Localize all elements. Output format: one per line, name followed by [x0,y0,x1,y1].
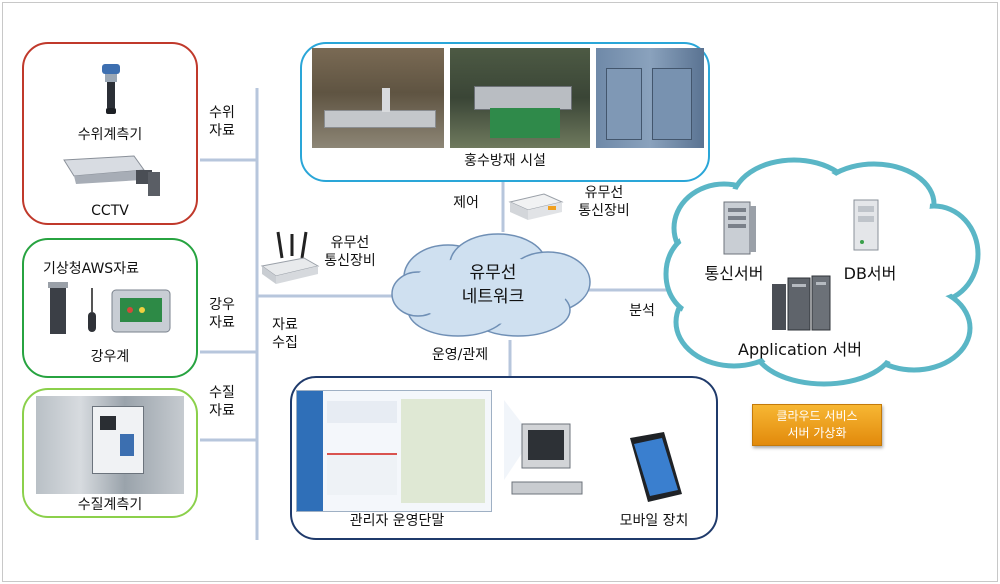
top-comm-label-1: 유무선 [584,185,624,201]
badge-line-2: 서버 가상화 [787,426,847,440]
operation-label: 운영/관제 [431,347,489,363]
water-level-gauge-label: 수위계측기 [77,127,143,143]
wireless-router-icon [260,231,320,284]
top-comm-label-2: 통신장비 [578,203,630,219]
water-quality-label: 수질계측기 [77,497,143,513]
comm-server-label: 통신서버 [704,264,764,283]
facility-photo-2 [450,48,590,148]
db-server-icon [853,199,879,251]
collect-data-label-1: 자료 [272,317,298,333]
db-server-label: DB서버 [843,264,897,283]
quality-data-label-2: 자료 [209,403,235,419]
admin-terminal-label: 관리자 운영단말 [349,513,445,529]
desktop-computer-icon [504,400,583,495]
control-label: 제어 [453,195,479,211]
aws-title-label: 기상청AWS자료 [43,261,139,277]
water-level-data-label-2: 자료 [209,123,235,139]
water-level-sensor-icon [102,64,120,114]
quality-data-label-1: 수질 [209,385,235,401]
rain-data-label-2: 자료 [209,315,235,331]
collect-data-label-2: 수집 [272,335,298,351]
cctv-camera-icon [63,155,160,196]
left-comm-label-1: 유무선 [330,235,370,251]
rain-gauge-label: 강우계 [90,349,130,365]
comm-server-icon [723,201,756,255]
facility-label: 홍수방재 시설 [464,153,546,169]
application-server-icon [772,275,831,331]
network-label-1: 유무선 [469,263,517,283]
network-label-2: 네트워크 [461,287,525,307]
facility-photo-1 [312,48,444,148]
water-quality-photo [36,396,184,494]
comm-device-icon [508,193,564,220]
rain-data-label-1: 강우 [209,297,235,313]
water-level-data-label-1: 수위 [209,105,235,121]
left-comm-label-2: 통신장비 [324,253,376,269]
application-server-label: Application 서버 [738,340,862,359]
rain-gauge-icon [48,282,171,334]
cctv-label: CCTV [91,203,129,219]
mobile-phone-icon [630,432,682,502]
network-cloud-shape [391,233,591,337]
facility-photo-3 [596,48,704,148]
mobile-device-label: 모바일 장치 [619,513,689,529]
analysis-label: 분석 [629,303,655,319]
badge-line-1: 클라우드 서비스 [776,409,858,423]
water-level-cctv-box [22,42,198,225]
terminal-screen-screenshot [296,390,492,512]
cloud-service-badge: 클라우드 서비스 서버 가상화 [752,404,882,446]
